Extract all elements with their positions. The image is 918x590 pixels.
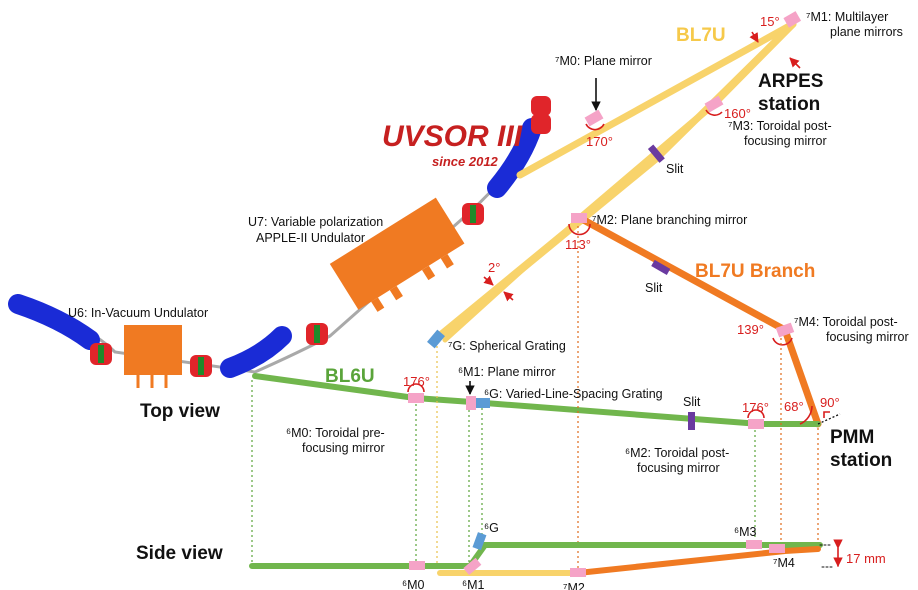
angle-160: 160° — [724, 106, 751, 121]
m7-0-label: ⁷M0: Plane mirror — [555, 54, 652, 68]
u6-undulator — [124, 325, 182, 388]
pmm-normal-line — [817, 413, 841, 425]
m7-4-label-line2: focusing mirror — [826, 330, 909, 344]
m6-1-label: ⁶M1: Plane mirror — [458, 365, 556, 379]
angle-arcs — [407, 109, 830, 425]
top-view-label: Top view — [140, 401, 220, 422]
slit-label-2: Slit — [645, 281, 663, 295]
arpes-station-line1: ARPES — [758, 71, 823, 92]
angle-176-m6-2: 176° — [742, 400, 769, 415]
uvsor-logo: UVSOR III since 2012 — [382, 120, 523, 169]
m6-2-label-line2: focusing mirror — [637, 461, 720, 475]
side-view — [249, 539, 843, 576]
arpes-station-line2: station — [758, 94, 820, 115]
angle-176-m6-0: 176° — [403, 374, 430, 389]
angle-2: 2° — [488, 260, 500, 275]
m7-3-label-line1: ⁷M3: Toroidal post- — [728, 119, 832, 133]
angle-arrow — [503, 291, 514, 302]
svg-text:UVSOR III: UVSOR III — [382, 120, 523, 153]
m7-4-label-line1: ⁷M4: Toroidal post- — [794, 315, 898, 329]
height-17mm-label: 17 mm — [846, 551, 886, 566]
g6-label: ⁶G: Varied-Line-Spacing Grating — [484, 387, 663, 401]
angle-15: 15° — [760, 14, 780, 29]
g7-label: ⁷G: Spherical Grating — [448, 339, 566, 353]
angle-90: 90° — [820, 395, 840, 410]
angle-arrow — [483, 275, 494, 286]
u7-label-line2: APPLE-II Undulator — [256, 231, 365, 245]
angle-68: 68° — [784, 399, 804, 414]
angle-170: 170° — [586, 134, 613, 149]
bending-magnet — [487, 118, 542, 198]
bl7u-beamline — [431, 20, 797, 344]
side-m6-3-label: ⁶M3 — [734, 525, 757, 539]
projection-lines — [251, 226, 819, 576]
pmm-station-line2: station — [830, 450, 892, 471]
m7-3-label-line2: focusing mirror — [744, 134, 827, 148]
side-m7-2-label: ⁷M2 — [563, 581, 585, 590]
optics-side — [409, 532, 785, 577]
slit-label-1: Slit — [666, 162, 684, 176]
side-g6-label: ⁶G — [484, 521, 499, 535]
m7-1-label-line1: ⁷M1: Multilayer — [806, 10, 888, 24]
u7-label-line1: U7: Variable polarization — [248, 215, 383, 229]
m6-0-label-line2: focusing mirror — [302, 441, 385, 455]
bending-magnet — [220, 326, 292, 378]
bl6u-label: BL6U — [325, 366, 375, 387]
storage-ring — [8, 96, 551, 388]
bending-magnet — [8, 294, 100, 350]
angle-arrow — [789, 57, 801, 69]
m7-2-label: ⁷M2: Plane branching mirror — [592, 213, 747, 227]
m7-1-label-line2: plane mirrors — [830, 25, 903, 39]
svg-text:since 2012: since 2012 — [432, 154, 499, 169]
labels: BL7U BL7U Branch BL6U ARPES station PMM … — [68, 10, 909, 590]
slit-label-3: Slit — [683, 395, 701, 409]
angle-113: 113° — [565, 237, 591, 252]
m6-2-label-line1: ⁶M2: Toroidal post- — [625, 446, 729, 460]
side-m6-0-label: ⁶M0 — [402, 578, 425, 590]
bl7u-label: BL7U — [676, 25, 726, 46]
side-m7-4-label: ⁷M4 — [773, 556, 795, 570]
u6-label: U6: In-Vacuum Undulator — [68, 306, 208, 320]
angle-arrow — [749, 31, 759, 43]
optics-top — [408, 11, 802, 430]
pmm-station-line1: PMM — [830, 427, 874, 448]
m6-0-label-line1: ⁶M0: Toroidal pre- — [286, 426, 385, 440]
u7-undulator — [329, 197, 465, 312]
side-view-label: Side view — [136, 543, 223, 564]
side-m6-1-label: ⁶M1 — [462, 578, 485, 590]
bl7u-branch-label: BL7U Branch — [695, 261, 815, 282]
angle-139: 139° — [737, 322, 764, 337]
